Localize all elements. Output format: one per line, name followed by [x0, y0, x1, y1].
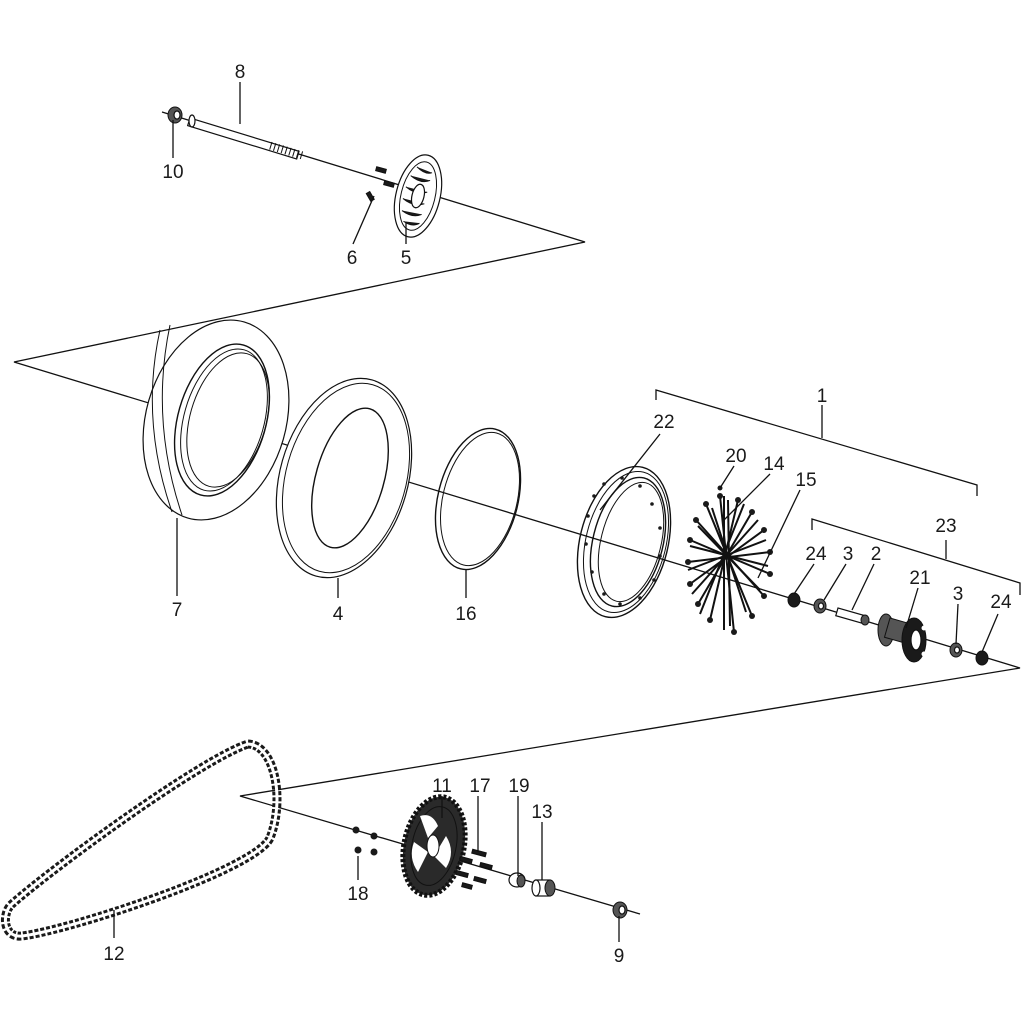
axle-nut-10	[167, 106, 183, 124]
callout-24-right: 24	[990, 592, 1012, 613]
callout-9: 9	[614, 946, 625, 967]
callout-23: 23	[935, 516, 956, 537]
bracket-hub-23	[811, 518, 1021, 595]
callout-24-left: 24	[805, 544, 827, 565]
inner-tube-4	[275, 377, 413, 579]
sprocket-bolts-17	[455, 848, 493, 890]
callout-5: 5	[401, 248, 412, 269]
bearing-3-right	[949, 642, 963, 658]
disc-bolts-6	[365, 166, 395, 203]
drive-chain-12	[1, 739, 282, 941]
callout-17: 17	[469, 776, 490, 797]
brake-disc-5	[393, 154, 443, 238]
callout-4: 4	[333, 604, 344, 625]
axle-8	[186, 114, 304, 160]
hub-21	[877, 613, 927, 663]
callout-22: 22	[653, 412, 674, 433]
callout-12: 12	[103, 944, 124, 965]
callout-3-left: 3	[843, 544, 854, 565]
sprocket-nuts-18	[352, 826, 378, 856]
spokes-14	[687, 495, 771, 633]
callout-7: 7	[172, 600, 183, 621]
oil-seal-24-left	[787, 592, 801, 608]
leader-lines	[113, 82, 999, 942]
tire-7	[142, 319, 290, 521]
callout-6: 6	[347, 248, 358, 269]
callout-21: 21	[909, 568, 930, 589]
rim-tape-16	[434, 427, 522, 571]
callout-3-right: 3	[953, 584, 964, 605]
callout-14: 14	[763, 454, 785, 475]
bearing-3-left	[813, 598, 827, 614]
assembly-axis	[13, 111, 1021, 915]
spacer-13	[531, 879, 556, 897]
callout-20: 20	[725, 446, 746, 467]
spacer-2	[835, 607, 870, 626]
collar-19	[508, 872, 526, 888]
callout-11: 11	[432, 776, 452, 797]
callout-18: 18	[347, 884, 368, 905]
rim-22	[576, 465, 672, 619]
callout-19: 19	[508, 776, 529, 797]
bracket-assembly-1	[655, 389, 978, 496]
callout-10: 10	[162, 162, 183, 183]
callout-2: 2	[871, 544, 882, 565]
callout-1: 1	[817, 386, 828, 407]
callout-16: 16	[455, 604, 476, 625]
spoke-nipples-20	[685, 485, 773, 635]
callout-8: 8	[235, 62, 246, 83]
callout-15: 15	[795, 470, 816, 491]
oil-seal-24-right	[975, 650, 989, 666]
axle-nut-9	[612, 901, 628, 919]
callout-13: 13	[531, 802, 552, 823]
rear-sprocket-11	[400, 794, 468, 898]
callout-labels: 1 2 3 3 4 5 6 7 8 9 10 11 12 13 14 15 16…	[103, 62, 1012, 967]
